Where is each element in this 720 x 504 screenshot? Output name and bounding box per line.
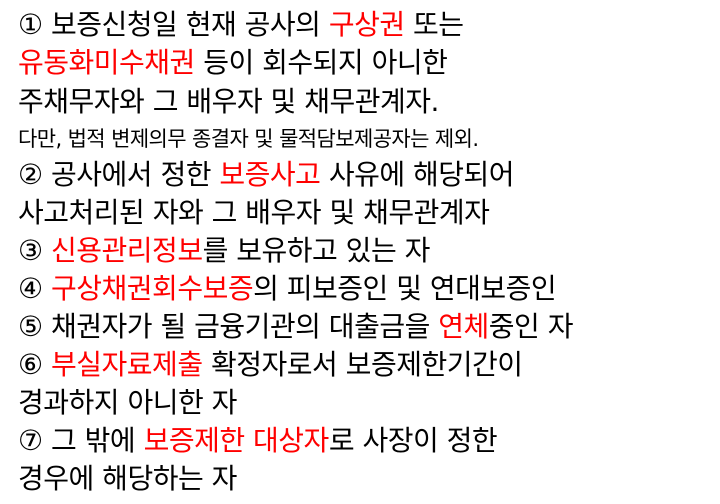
line-11-text: 경과하지 아니한 자 [18, 386, 237, 419]
highlight-claim-right: 구상권 [328, 8, 405, 41]
line-10-text-a: ⑥ [18, 348, 52, 381]
line-1-text-b: 또는 [404, 8, 464, 41]
line-3-text: 주채무자와 그 배우자 및 채무관계자. [18, 85, 439, 118]
line-5-text-b: 사유에 해당되어 [320, 158, 515, 191]
highlight-false-documents: 부실자료제출 [51, 348, 203, 381]
highlight-credit-management-info: 신용관리정보 [51, 234, 203, 267]
text-line-8: ④ 구상채권회수보증의 피보증인 및 연대보증인 [18, 272, 557, 306]
line-12-text-b: 로 사장이 정한 [328, 424, 498, 457]
text-line-4: 다만, 법적 변제의무 종결자 및 물적담보제공자는 제외. [18, 125, 479, 153]
text-line-6: 사고처리된 자와 그 배우자 및 채무관계자 [18, 196, 490, 230]
line-5-text-a: ② 공사에서 정한 [18, 158, 220, 191]
highlight-delinquent: 연체 [438, 310, 489, 343]
line-9-text-a: ⑤ 채권자가 될 금융기관의 대출금을 [18, 310, 439, 343]
text-line-5: ② 공사에서 정한 보증사고 사유에 해당되어 [18, 158, 515, 192]
text-line-12: ⑦ 그 밖에 보증제한 대상자로 사장이 정한 [18, 424, 498, 458]
text-line-2: 유동화미수채권 등이 회수되지 아니한 [18, 46, 448, 80]
line-2-text-a: 등이 회수되지 아니한 [194, 46, 448, 79]
highlight-securitized-receivables: 유동화미수채권 [18, 46, 195, 79]
line-8-text-b: 의 피보증인 및 연대보증인 [253, 272, 557, 305]
line-9-text-b: 중인 자 [488, 310, 574, 343]
highlight-guarantee-restricted: 보증제한 대상자 [143, 424, 330, 457]
line-6-text: 사고처리된 자와 그 배우자 및 채무관계자 [18, 196, 490, 229]
text-line-13: 경우에 해당하는 자 [18, 462, 237, 496]
line-4-text: 다만, 법적 변제의무 종결자 및 물적담보제공자는 제외. [18, 127, 479, 151]
line-13-text: 경우에 해당하는 자 [18, 462, 237, 495]
text-line-7: ③ 신용관리정보를 보유하고 있는 자 [18, 234, 430, 268]
highlight-claim-recovery-guarantee: 구상채권회수보증 [51, 272, 254, 305]
text-line-9: ⑤ 채권자가 될 금융기관의 대출금을 연체중인 자 [18, 310, 573, 344]
highlight-guarantee-accident: 보증사고 [219, 158, 321, 191]
text-line-3: 주채무자와 그 배우자 및 채무관계자. [18, 85, 439, 119]
line-7-text-a: ③ [18, 234, 52, 267]
line-12-text-a: ⑦ 그 밖에 [18, 424, 144, 457]
text-line-10: ⑥ 부실자료제출 확정자로서 보증제한기간이 [18, 348, 523, 382]
line-10-text-b: 확정자로서 보증제한기간이 [202, 348, 523, 381]
line-7-text-b: 를 보유하고 있는 자 [202, 234, 431, 267]
line-1-text-a: ① 보증신청일 현재 공사의 [18, 8, 329, 41]
text-line-11: 경과하지 아니한 자 [18, 386, 237, 420]
text-line-1: ① 보증신청일 현재 공사의 구상권 또는 [18, 8, 464, 42]
line-8-text-a: ④ [18, 272, 52, 305]
